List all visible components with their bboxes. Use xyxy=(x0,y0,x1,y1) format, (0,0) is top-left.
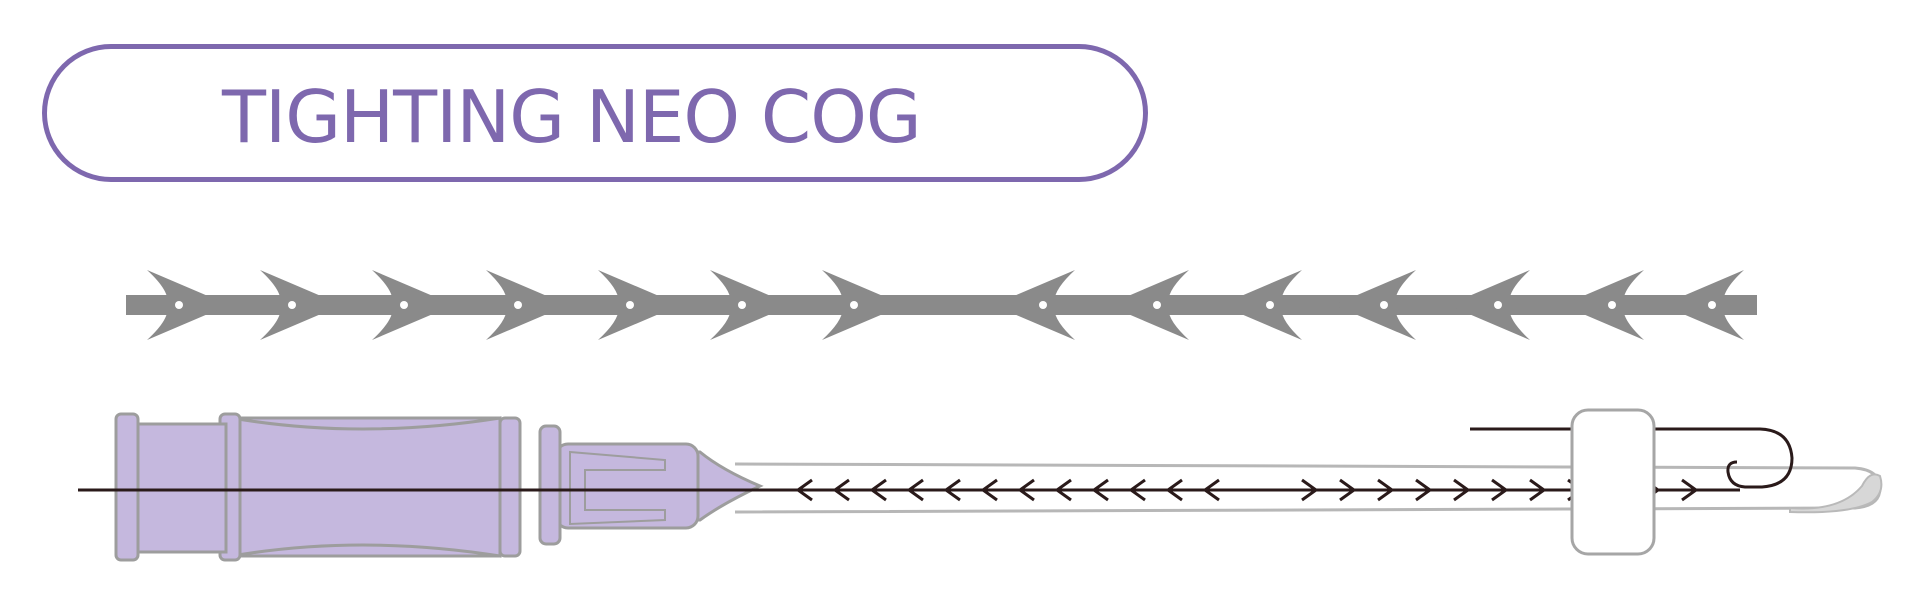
thread-barb-dot xyxy=(1494,301,1502,309)
thread-barb xyxy=(822,270,904,340)
thread-barb-dot xyxy=(1708,301,1716,309)
needle-hub xyxy=(114,412,764,562)
thread-barb xyxy=(1334,270,1416,340)
needle-barb xyxy=(1091,478,1109,502)
thread-barb-dot xyxy=(288,301,296,309)
title-pill xyxy=(42,44,1148,182)
cannula-tip xyxy=(1789,473,1883,514)
thread-barb xyxy=(147,270,229,340)
needle-barb xyxy=(832,478,850,502)
thread-barbs xyxy=(147,270,1744,340)
needle-barb xyxy=(1165,478,1183,502)
thread-barb xyxy=(1662,270,1744,340)
needle-barb xyxy=(906,478,924,502)
hub-flange xyxy=(114,412,140,562)
thread-barb xyxy=(1562,270,1644,340)
thread-barb xyxy=(260,270,342,340)
needle-barb xyxy=(1054,478,1072,502)
needle-barb xyxy=(1453,478,1471,502)
needle-barb xyxy=(1339,478,1357,502)
thread-barb-dot xyxy=(626,301,634,309)
needle-barb xyxy=(869,478,887,502)
needle-barb xyxy=(1529,478,1547,502)
needle-barb xyxy=(1017,478,1035,502)
product-title-word-1: TIGHTING xyxy=(222,75,565,159)
needle-barb xyxy=(1681,478,1699,502)
hook-loop xyxy=(1470,427,1794,489)
thread-body xyxy=(126,295,1757,315)
thread-barb-dot xyxy=(400,301,408,309)
hub-grip-shape xyxy=(230,416,502,558)
thread-barb-dot xyxy=(1039,301,1047,309)
product-title-word-2: NEO COG xyxy=(586,75,922,159)
thread-barb xyxy=(1107,270,1189,340)
needle-barb xyxy=(1202,478,1220,502)
thread-barb-dot xyxy=(514,301,522,309)
thread-barb-dot xyxy=(738,301,746,309)
thread-barb-dot xyxy=(175,301,183,309)
thread-barb xyxy=(993,270,1075,340)
cog-thread-icon xyxy=(126,270,1757,340)
cannula-tube xyxy=(734,462,1882,514)
thread-barb xyxy=(486,270,568,340)
thread-barb xyxy=(710,270,792,340)
thread-barb-dot xyxy=(850,301,858,309)
thread-barb-dot xyxy=(1266,301,1274,309)
needle-barb xyxy=(1415,478,1433,502)
hub-slot xyxy=(569,450,666,526)
needle-barb xyxy=(943,478,961,502)
hub-ring-2 xyxy=(498,416,522,558)
hub-ring-3 xyxy=(538,424,562,546)
needle-barb xyxy=(980,478,998,502)
needle-clip xyxy=(1570,408,1656,556)
needle-barb xyxy=(1377,478,1395,502)
thread-barb-dot xyxy=(1380,301,1388,309)
needle-barb xyxy=(795,478,813,502)
thread-barb-dot xyxy=(1608,301,1616,309)
cannula-icon xyxy=(78,408,1883,562)
thread-barb-dot xyxy=(1153,301,1161,309)
thread-barb xyxy=(598,270,680,340)
thread-barb xyxy=(1220,270,1302,340)
needle-barb xyxy=(1301,478,1319,502)
thread-barb xyxy=(1448,270,1530,340)
hub-barrel xyxy=(134,422,228,554)
needle-barb xyxy=(1128,478,1146,502)
thread-barb xyxy=(372,270,454,340)
needle-barb xyxy=(1491,478,1509,502)
